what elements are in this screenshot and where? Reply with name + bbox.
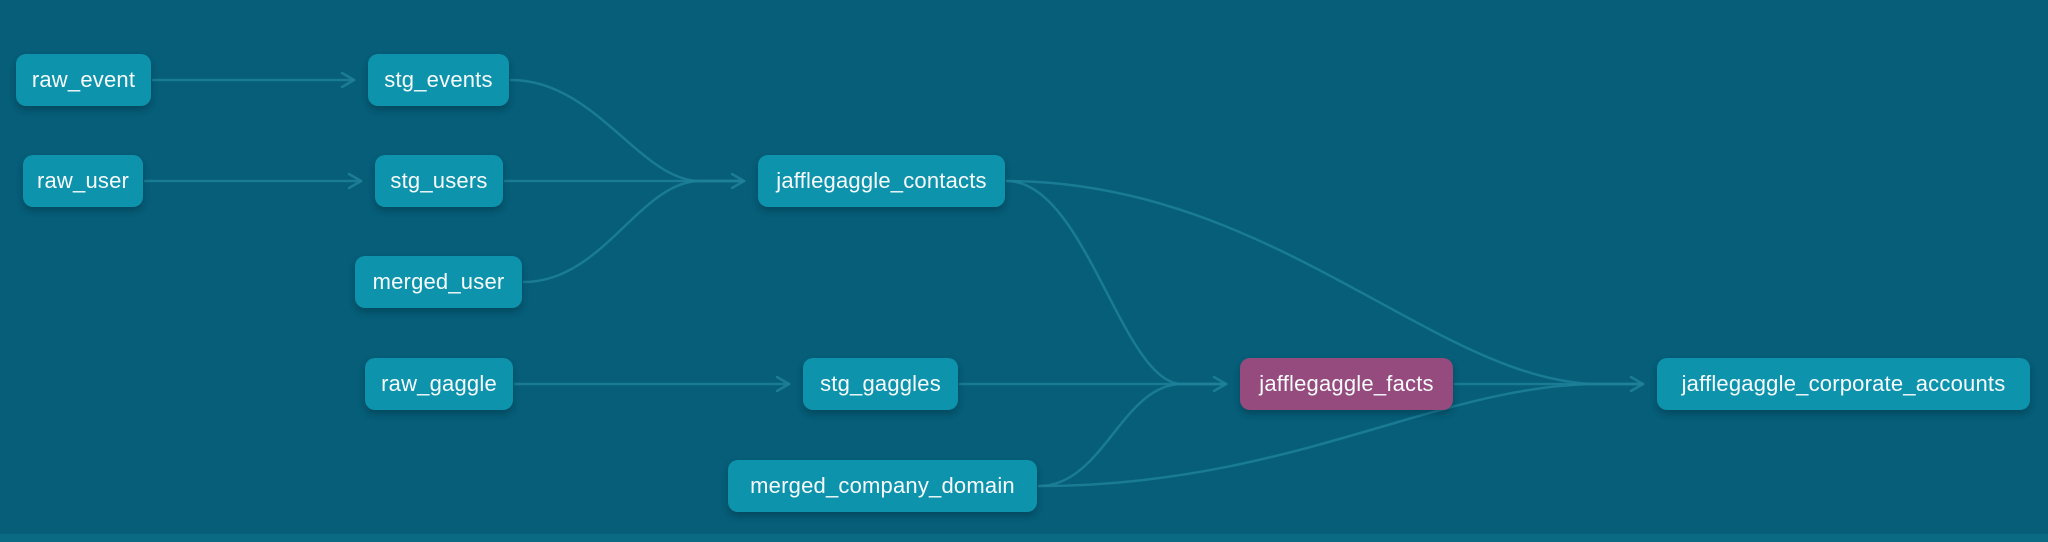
node-merged_company_domain[interactable]: merged_company_domain <box>728 460 1037 512</box>
node-stg_users[interactable]: stg_users <box>375 155 503 207</box>
node-label: raw_gaggle <box>381 371 497 396</box>
edge-merged_company_domain-to-jafflegaggle_corporate_accounts <box>1037 382 1645 488</box>
arrowhead-into-jafflegaggle_contacts <box>730 172 746 190</box>
node-jafflegaggle_facts[interactable]: jafflegaggle_facts <box>1240 358 1453 410</box>
node-label: jafflegaggle_contacts <box>776 168 987 193</box>
edge-stg_events-to-jafflegaggle_contacts <box>509 78 746 183</box>
node-label: stg_users <box>390 168 488 193</box>
node-label: stg_gaggles <box>820 371 941 396</box>
node-label: jafflegaggle_corporate_accounts <box>1681 371 2006 396</box>
node-label: raw_event <box>31 67 136 92</box>
arrowhead-into-stg_gaggles <box>775 375 791 393</box>
node-raw_user[interactable]: raw_user <box>23 155 143 207</box>
node-raw_gaggle[interactable]: raw_gaggle <box>365 358 513 410</box>
node-label: merged_user <box>372 269 505 294</box>
node-jafflegaggle_contacts[interactable]: jafflegaggle_contacts <box>758 155 1005 207</box>
arrowhead-into-stg_users <box>347 172 363 190</box>
edge-jafflegaggle_contacts-to-jafflegaggle_facts <box>1005 179 1228 386</box>
node-stg_events[interactable]: stg_events <box>368 54 509 106</box>
node-label: merged_company_domain <box>750 473 1015 498</box>
arrowhead-into-stg_events <box>340 71 356 89</box>
edge-merged_company_domain-to-jafflegaggle_facts <box>1037 382 1228 488</box>
node-raw_event[interactable]: raw_event <box>16 54 151 106</box>
node-label: stg_events <box>384 67 493 92</box>
node-label: jafflegaggle_facts <box>1259 371 1434 396</box>
edge-merged_user-to-jafflegaggle_contacts <box>522 179 746 284</box>
node-jafflegaggle_corporate_accounts[interactable]: jafflegaggle_corporate_accounts <box>1657 358 2030 410</box>
arrowhead-into-jafflegaggle_corporate_accounts <box>1629 375 1645 393</box>
node-merged_user[interactable]: merged_user <box>355 256 522 308</box>
arrowhead-into-jafflegaggle_facts <box>1212 375 1228 393</box>
edge-jafflegaggle_contacts-to-jafflegaggle_corporate_accounts <box>1005 179 1645 386</box>
bottom-strip <box>0 534 2048 542</box>
node-stg_gaggles[interactable]: stg_gaggles <box>803 358 958 410</box>
node-label: raw_user <box>36 168 130 193</box>
